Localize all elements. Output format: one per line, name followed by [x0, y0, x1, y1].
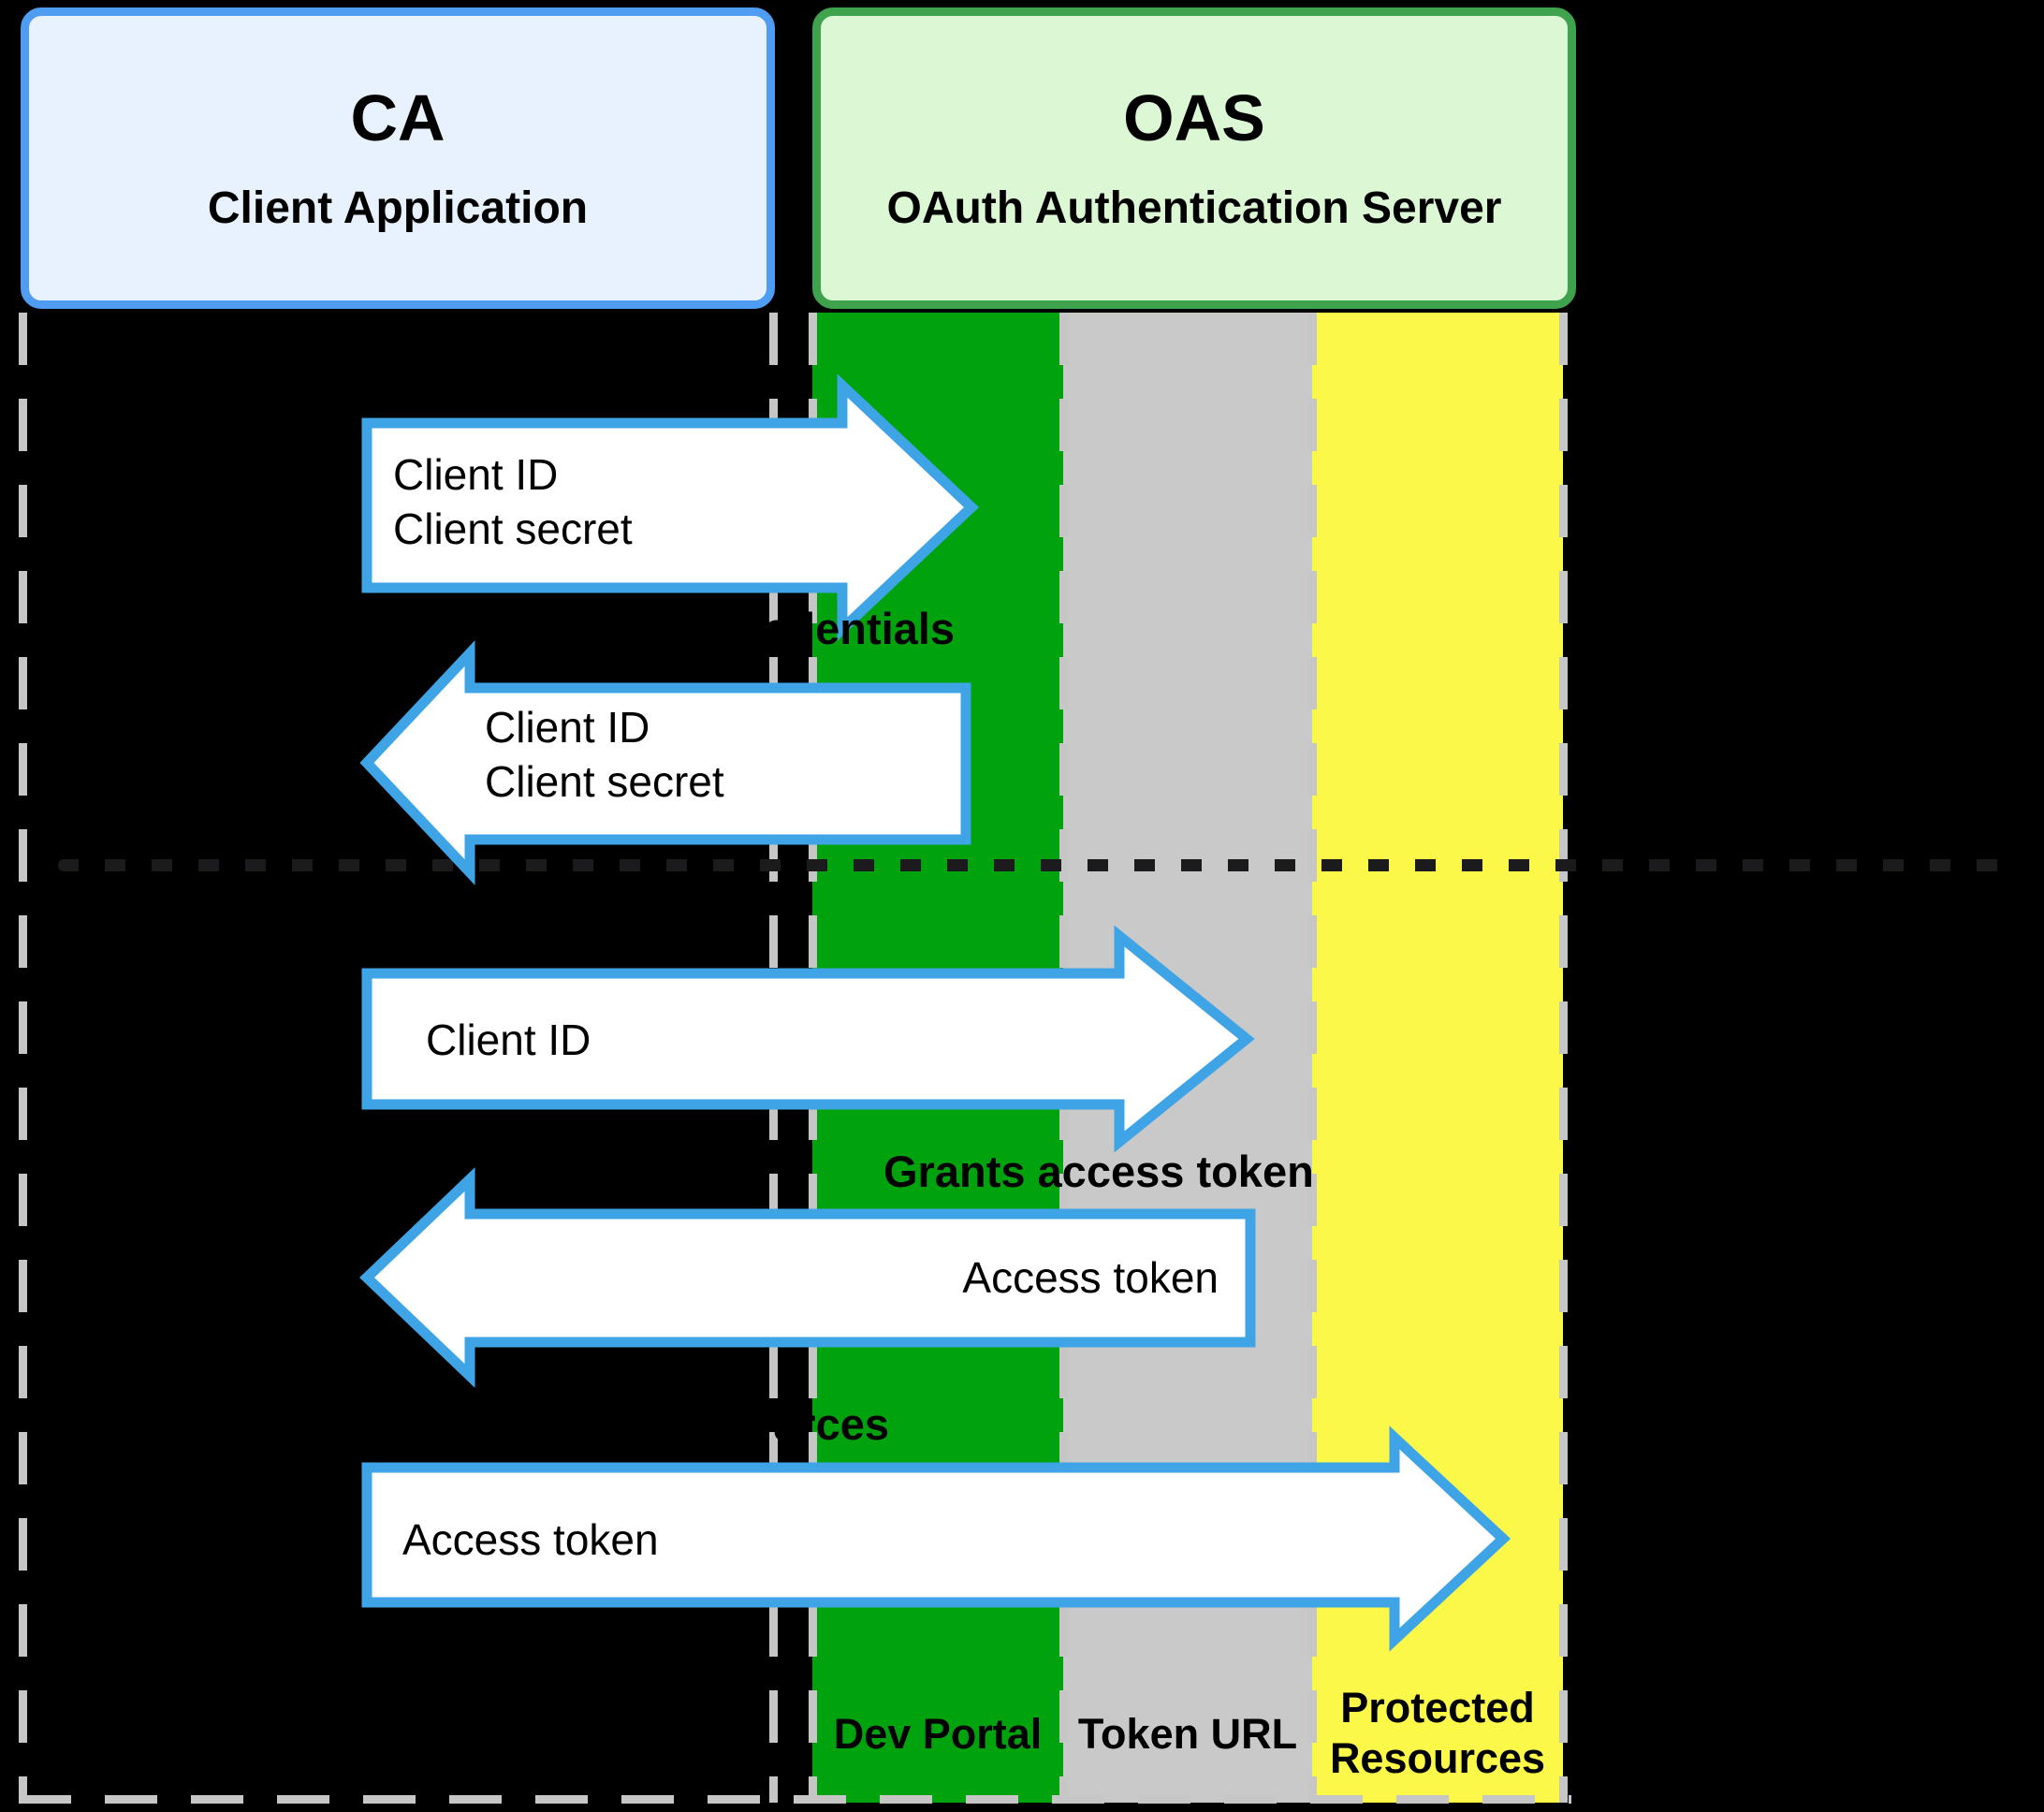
message-line: Access token: [962, 1253, 1219, 1302]
message-access-token-response: Access token: [0, 1250, 1219, 1305]
lane-label-token-url: Token URL: [1077, 1710, 1298, 1758]
actor-abbr-oas: OAS: [1123, 81, 1265, 154]
lane-label-line: Resources: [1329, 1734, 1546, 1782]
actor-name-client-application: Client Application: [207, 183, 589, 233]
note-requests-resources: Requests resources: [468, 1399, 889, 1449]
phase-divider-dotted-line: [58, 859, 2023, 871]
actor-box-oauth-authentication-server: OAS OAuth Authentication Server: [812, 7, 1576, 309]
message-line: Client ID: [426, 1016, 591, 1064]
actor-name-oauth-authentication-server: OAuth Authentication Server: [886, 183, 1502, 233]
arrow-return-access-token: [359, 1167, 1256, 1388]
message-client-credentials-response: Client ID Client secret: [485, 700, 724, 809]
message-line: Client secret: [393, 504, 633, 553]
message-client-id-request: Client ID: [426, 1013, 591, 1067]
message-line: Client ID: [485, 703, 650, 752]
lane-label-line: Protected: [1340, 1684, 1535, 1732]
bottom-boundary-dashed-line: [19, 1795, 1571, 1804]
note-generates-credentials: Generates credentials: [494, 604, 955, 653]
message-line: Client secret: [485, 757, 724, 806]
token-url-protected-dashed-line: [1308, 313, 1317, 1803]
lane-label-dev-portal: Dev Portal: [833, 1710, 1043, 1758]
right-boundary-dashed-line: [1559, 313, 1568, 1803]
message-access-token-request: Access token: [402, 1512, 659, 1567]
message-line: Access token: [402, 1515, 659, 1564]
arrow-return-client-credentials: [359, 640, 971, 885]
actor-abbr-ca: CA: [350, 81, 445, 154]
message-client-credentials-request: Client ID Client secret: [393, 447, 633, 556]
actor-box-client-application: CA Client Application: [21, 7, 775, 309]
arrow-send-client-id: [361, 925, 1255, 1153]
left-boundary-dashed-line: [19, 313, 27, 1803]
arrow-send-client-credentials: [361, 373, 980, 641]
message-line: Client ID: [393, 450, 559, 499]
note-grants-access-token: Grants access token: [883, 1147, 1314, 1196]
arrow-send-access-token: [361, 1425, 1511, 1652]
